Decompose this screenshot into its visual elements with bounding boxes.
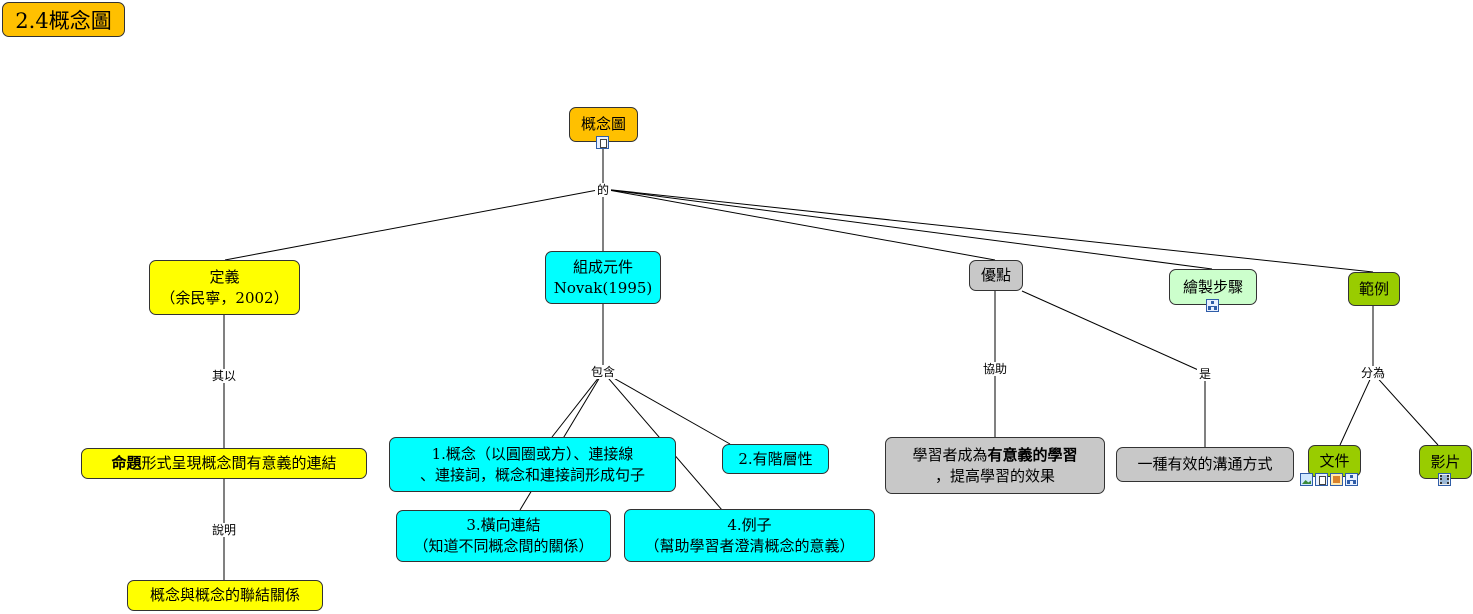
concept-relation-label: 概念與概念的聯結關係 xyxy=(149,586,300,604)
concept-learner-line2: ，提高學習的效果 xyxy=(934,466,1055,485)
concept-comp1[interactable]: 1.概念（以圓圈或方）、連接線 、連接詞，概念和連接詞形成句子 xyxy=(389,437,676,492)
concept-video[interactable]: 影片 xyxy=(1419,445,1472,479)
image-icon[interactable] xyxy=(1300,473,1313,486)
link-line xyxy=(1339,372,1374,446)
concept-map-icon[interactable] xyxy=(1345,473,1358,486)
concept-video-resources xyxy=(1438,473,1451,486)
concept-comp2[interactable]: 2.有階層性 xyxy=(722,444,829,474)
concept-learner-line1: 學習者成為有意義的學習 xyxy=(912,445,1077,466)
concept-definition-line1: 定義 xyxy=(209,267,240,286)
concept-components[interactable]: 組成元件 Novak(1995) xyxy=(545,251,661,304)
link-line xyxy=(602,188,996,261)
link-line xyxy=(224,188,604,261)
concept-relation[interactable]: 概念與概念的聯結關係 xyxy=(127,580,323,611)
learner-bold: 有意義的學習 xyxy=(987,445,1078,464)
concept-comp3-line1: 3.橫向連結 xyxy=(466,516,541,534)
presentation-icon[interactable] xyxy=(1330,473,1343,486)
concept-root-label: 概念圖 xyxy=(580,115,626,133)
concept-proposition-text: 命題形式呈現概念間有意義的連結 xyxy=(111,453,336,474)
concept-comp3-line2: （知道不同概念間的關係） xyxy=(413,537,594,555)
link-label-in-form: 其以 xyxy=(209,369,239,383)
concept-document-resources xyxy=(1300,473,1358,486)
concept-comp3[interactable]: 3.橫向連結 （知道不同概念間的關係） xyxy=(396,510,611,562)
concept-communication[interactable]: 一種有效的溝通方式 xyxy=(1116,447,1294,482)
concept-advantages-label: 優點 xyxy=(980,266,1011,284)
concept-definition[interactable]: 定義 （余民寧，2002） xyxy=(149,260,300,315)
concept-steps[interactable]: 繪製步驟 xyxy=(1169,269,1257,305)
concept-proposition[interactable]: 命題形式呈現概念間有意義的連結 xyxy=(81,448,367,479)
document-icon[interactable] xyxy=(596,136,609,149)
proposition-rest: 形式呈現概念間有意義的連結 xyxy=(141,454,337,472)
link-line xyxy=(1021,290,1206,374)
concept-examples-label: 範例 xyxy=(1358,279,1389,298)
link-line xyxy=(1372,372,1439,446)
page-title: 2.4概念圖 xyxy=(2,2,125,37)
link-line xyxy=(602,188,1213,270)
concept-document-label: 文件 xyxy=(1319,451,1350,470)
link-line xyxy=(602,371,731,445)
concept-root[interactable]: 概念圖 xyxy=(569,107,638,142)
concept-video-label: 影片 xyxy=(1430,452,1461,471)
concept-comp4-line2: （幫助學習者澄清概念的意義） xyxy=(644,536,855,555)
learner-pre: 學習者成為 xyxy=(912,445,988,464)
concept-communication-label: 一種有效的溝通方式 xyxy=(1137,455,1273,473)
video-icon[interactable] xyxy=(1438,473,1451,486)
link-label-is: 是 xyxy=(1196,367,1214,381)
concept-comp4[interactable]: 4.例子 （幫助學習者澄清概念的意義） xyxy=(624,509,875,562)
concept-comp4-line1: 4.例子 xyxy=(727,515,772,534)
concept-comp1-line2: 、連接詞，概念和連接詞形成句子 xyxy=(419,465,645,484)
concept-components-line1: 組成元件 xyxy=(572,257,633,276)
concept-definition-line2: （余民寧，2002） xyxy=(160,288,289,307)
link-label-of: 的 xyxy=(594,183,612,197)
concept-steps-label: 繪製步驟 xyxy=(1182,277,1243,296)
concept-root-resources xyxy=(596,136,609,149)
concept-examples[interactable]: 範例 xyxy=(1348,272,1400,306)
concept-components-line2: Novak(1995) xyxy=(553,278,653,297)
proposition-bold: 命題 xyxy=(111,454,142,472)
link-label-explain: 說明 xyxy=(209,523,239,537)
link-label-divide: 分為 xyxy=(1358,366,1388,380)
link-line xyxy=(551,371,604,438)
concept-comp1-line1: 1.概念（以圓圈或方）、連接線 xyxy=(431,444,634,463)
link-line xyxy=(602,188,1374,273)
link-label-assist: 協助 xyxy=(980,362,1010,376)
concept-map-icon[interactable] xyxy=(1206,299,1219,312)
concept-comp2-label: 2.有階層性 xyxy=(738,449,813,468)
concept-steps-resources xyxy=(1206,299,1219,312)
link-label-include: 包含 xyxy=(588,365,618,379)
concept-advantages[interactable]: 優點 xyxy=(969,260,1023,291)
document-icon[interactable] xyxy=(1315,473,1328,486)
concept-learner[interactable]: 學習者成為有意義的學習 ，提高學習的效果 xyxy=(885,437,1105,494)
